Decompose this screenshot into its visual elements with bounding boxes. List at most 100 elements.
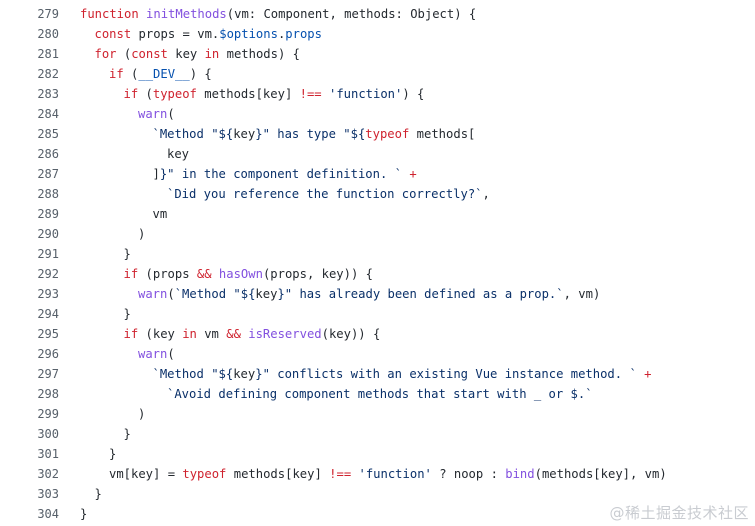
code-token: ( [131, 67, 139, 81]
line-code: } [109, 444, 116, 464]
code-token: ) { [189, 67, 212, 81]
line-number[interactable]: 304 [37, 507, 59, 521]
code-token: ( [123, 47, 132, 61]
watermark: @稀土掘金技术社区 [609, 504, 749, 522]
code-token: ( [145, 87, 153, 101]
line-code: key [167, 144, 189, 164]
line-code: } [124, 424, 131, 444]
code-token: `Method "${ [152, 367, 234, 381]
code-token: ( [167, 107, 175, 121]
code-token: isReserved [248, 327, 322, 341]
line-number[interactable]: 281 [37, 47, 59, 61]
code-token: bind [505, 467, 535, 481]
code-token: 'function' [358, 467, 432, 481]
line-code: } [124, 304, 131, 324]
code-token: typeof [365, 127, 417, 141]
line-number[interactable]: 285 [37, 127, 59, 141]
code-token: }" has type "${ [255, 127, 366, 141]
line-code: `Method "${key}" conflicts with an exist… [153, 364, 652, 384]
code-line: 293 warn(`Method "${key}" has already bee… [0, 284, 755, 304]
code-token: . [277, 27, 286, 41]
code-line: 289 vm [0, 204, 755, 224]
line-code: } [95, 484, 102, 504]
code-line: 298 `Avoid defining component methods tha… [0, 384, 755, 404]
code-line: 283 if (typeof methods[key] !== 'function… [0, 84, 755, 104]
code-token: ? noop : [431, 467, 506, 481]
line-number[interactable]: 291 [37, 247, 59, 261]
line-number[interactable]: 290 [37, 227, 59, 241]
code-token: vm [152, 207, 168, 221]
line-number[interactable]: 296 [37, 347, 59, 361]
line-number[interactable]: 279 [37, 7, 59, 21]
code-token: hasOwn [218, 267, 263, 281]
line-code: function initMethods(vm: Component, meth… [80, 4, 476, 24]
line-number[interactable]: 303 [37, 487, 59, 501]
code-line: 299) [0, 404, 755, 424]
line-code: vm[key] = typeof methods[key] !== 'funct… [109, 464, 667, 484]
code-token: `Method "${ [174, 287, 256, 301]
code-token: key [255, 287, 278, 301]
code-token: } [123, 247, 131, 261]
line-number[interactable]: 298 [37, 387, 59, 401]
code-token: vm[key] = [109, 467, 183, 481]
line-number[interactable]: 299 [37, 407, 59, 421]
line-number[interactable]: 289 [37, 207, 59, 221]
line-code: ]}" in the component definition. ` + [153, 164, 417, 184]
code-line: 282 if (__DEV__) { [0, 64, 755, 84]
line-code: if (typeof methods[key] !== 'function') … [124, 84, 425, 104]
code-line: 304} [0, 504, 755, 524]
code-token: warn [138, 287, 168, 301]
line-code: } [124, 244, 131, 264]
code-token: (props [145, 267, 197, 281]
code-line: 297 `Method "${key}" conflicts with an ex… [0, 364, 755, 384]
code-line: 286 key [0, 144, 755, 164]
code-token: } [123, 427, 131, 441]
code-token: `Method "${ [152, 127, 234, 141]
line-code: ) [138, 404, 145, 424]
code-line: 294} [0, 304, 755, 324]
line-number[interactable]: 282 [37, 67, 59, 81]
line-number[interactable]: 288 [37, 187, 59, 201]
code-token: methods[key] [233, 467, 330, 481]
code-token: warn [138, 107, 168, 121]
line-number[interactable]: 293 [37, 287, 59, 301]
code-token: if [123, 267, 146, 281]
line-number[interactable]: 287 [37, 167, 59, 181]
line-code: `Method "${key}" has type "${typeof meth… [153, 124, 476, 144]
code-token: } [109, 447, 117, 461]
code-token: initMethods [146, 7, 227, 21]
code-token: vm [204, 327, 227, 341]
code-token: (methods[key], vm) [534, 467, 667, 481]
code-token: `Did you reference the function correctl… [167, 187, 483, 201]
line-number[interactable]: 301 [37, 447, 59, 461]
line-number[interactable]: 284 [37, 107, 59, 121]
code-token: warn [138, 347, 168, 361]
code-token: ) [138, 407, 146, 421]
line-code: for (const key in methods) { [95, 44, 300, 64]
code-token: key [233, 367, 256, 381]
line-number[interactable]: 295 [37, 327, 59, 341]
line-number[interactable]: 302 [37, 467, 59, 481]
code-token: const [94, 27, 139, 41]
line-code: if (__DEV__) { [109, 64, 212, 84]
line-number[interactable]: 297 [37, 367, 59, 381]
code-token: methods[key] [204, 87, 300, 101]
code-line: 279 function initMethods(vm: Component, m… [0, 4, 755, 24]
line-number[interactable]: 283 [37, 87, 59, 101]
code-token: props = vm. [138, 27, 220, 41]
line-number[interactable]: 292 [37, 267, 59, 281]
line-code: if (props && hasOwn(props, key)) { [124, 264, 374, 284]
code-token: + [644, 367, 652, 381]
code-token: } [80, 507, 88, 521]
code-token: , vm) [563, 287, 601, 301]
line-number[interactable]: 300 [37, 427, 59, 441]
code-token: `Avoid defining component methods that s… [167, 387, 593, 401]
line-code: warn( [138, 104, 175, 124]
line-number[interactable]: 286 [37, 147, 59, 161]
line-number[interactable]: 280 [37, 27, 59, 41]
line-code: vm [153, 204, 168, 224]
line-code: warn(`Method "${key}" has already been d… [138, 284, 600, 304]
line-number[interactable]: 294 [37, 307, 59, 321]
code-line: 285 `Method "${key}" has type "${typeof m… [0, 124, 755, 144]
